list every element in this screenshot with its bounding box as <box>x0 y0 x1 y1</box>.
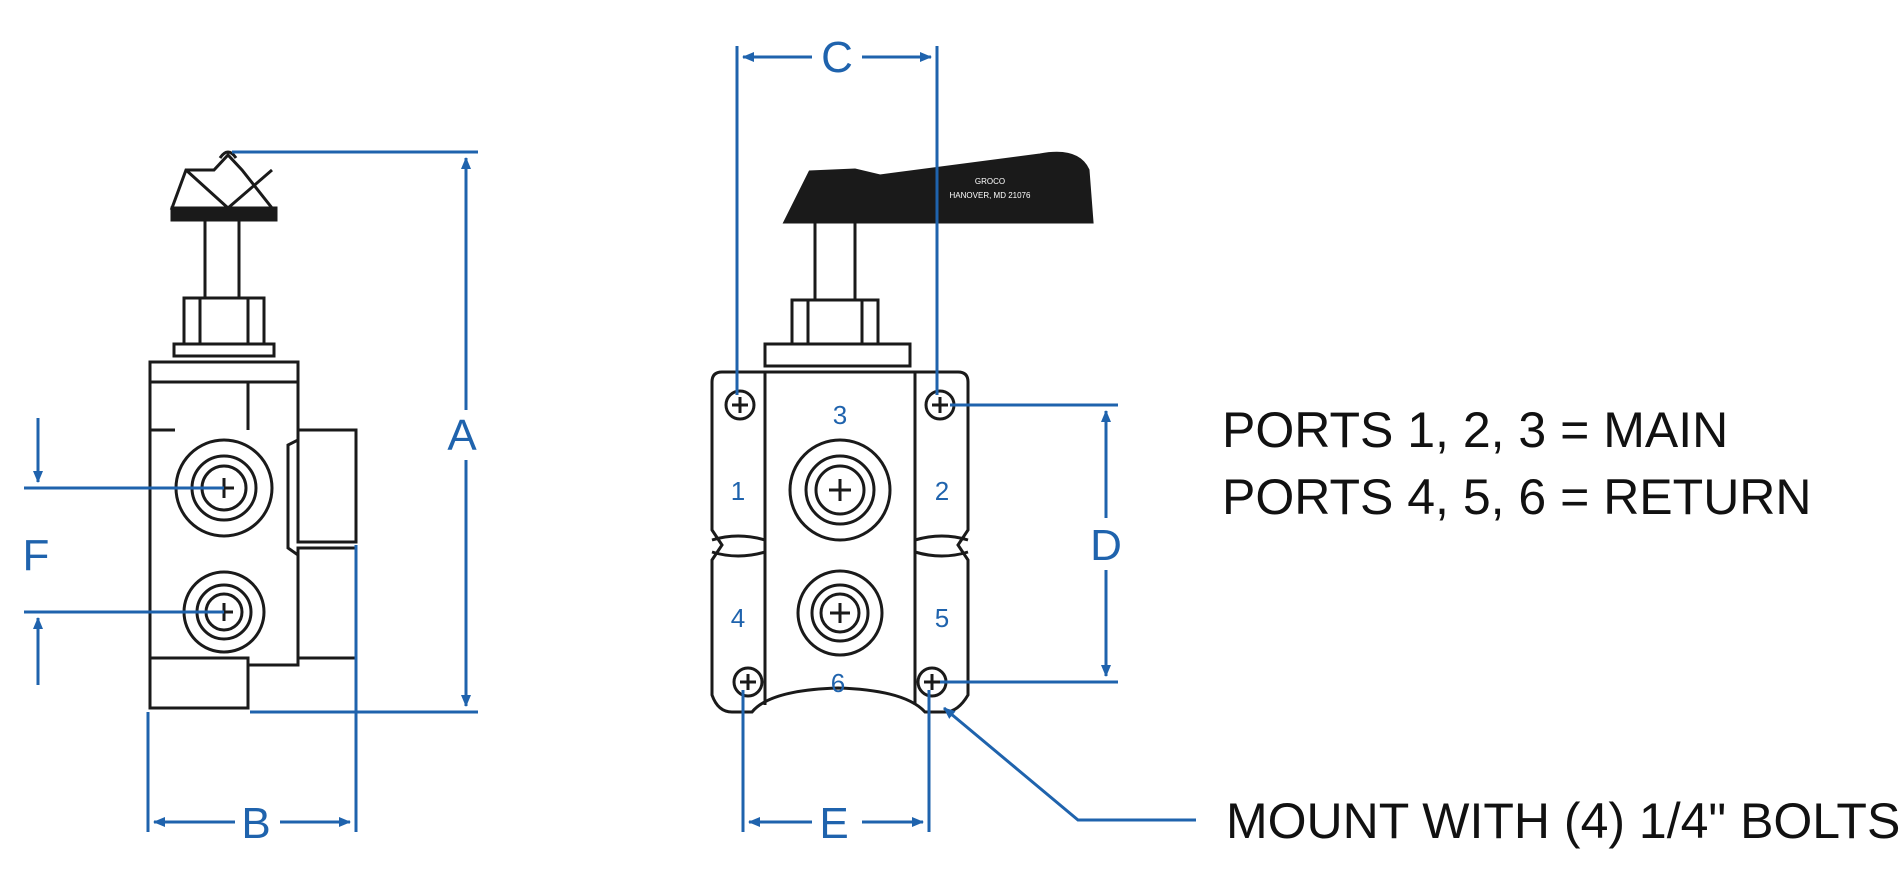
port-label-6: 6 <box>831 668 845 698</box>
dim-label-E: E <box>819 799 848 848</box>
port-label-1: 1 <box>731 476 745 506</box>
front-nut <box>790 298 880 346</box>
front-view: GROCO HANOVER, MD 21076 <box>710 151 1094 714</box>
dim-label-D: D <box>1090 521 1122 570</box>
note-mount-bolts: MOUNT WITH (4) 1/4" BOLTS <box>1226 793 1900 849</box>
side-view <box>148 150 358 710</box>
port-label-4: 4 <box>731 603 745 633</box>
port-labels: 3 1 2 4 5 6 <box>731 400 949 698</box>
dim-label-A: A <box>447 411 477 460</box>
port-label-3: 3 <box>833 400 847 430</box>
note-main-ports: PORTS 1, 2, 3 = MAIN <box>1222 402 1728 458</box>
port-label-2: 2 <box>935 476 949 506</box>
dim-label-C: C <box>821 33 853 82</box>
dimension-lines <box>24 46 1196 832</box>
side-nut <box>182 296 266 346</box>
front-stem <box>813 220 857 302</box>
port-label-5: 5 <box>935 603 949 633</box>
handle-engraving-line1: GROCO <box>975 177 1005 186</box>
side-stem <box>203 218 241 300</box>
mount-leader-line <box>943 706 1196 822</box>
dimension-letters: A B C D E F <box>23 33 1122 848</box>
dim-label-F: F <box>23 531 50 580</box>
note-return-ports: PORTS 4, 5, 6 = RETURN <box>1222 469 1812 525</box>
dim-label-B: B <box>241 799 270 848</box>
handle-engraving-line2: HANOVER, MD 21076 <box>950 191 1031 200</box>
